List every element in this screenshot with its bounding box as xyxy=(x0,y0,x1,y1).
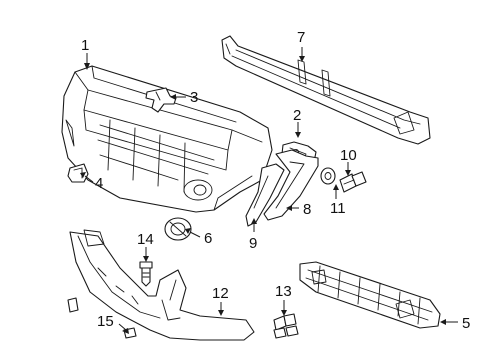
callout-10: 10 xyxy=(340,147,357,164)
callout-11: 11 xyxy=(330,200,346,217)
callout-6: 6 xyxy=(204,230,212,247)
callout-12: 12 xyxy=(212,285,229,302)
callout-8: 8 xyxy=(303,201,311,218)
push-clip-part-14 xyxy=(139,261,153,287)
callout-9: 9 xyxy=(249,235,257,252)
callout-7: 7 xyxy=(297,29,305,46)
callout-1: 1 xyxy=(81,37,89,54)
callout-4: 4 xyxy=(95,175,103,192)
callout-13: 13 xyxy=(275,283,292,300)
callout-3: 3 xyxy=(190,89,198,106)
callout-labels: 1 2 3 4 5 6 7 8 9 10 11 12 13 14 15 xyxy=(81,29,470,332)
bumper-cover-part xyxy=(61,65,273,213)
callout-2: 2 xyxy=(293,107,301,124)
leader-lines xyxy=(80,47,458,334)
bolt-part-10 xyxy=(339,171,367,193)
callout-15: 15 xyxy=(97,313,114,330)
grille-mesh-part-5 xyxy=(299,261,441,329)
washer-part-11 xyxy=(320,167,336,185)
callout-14: 14 xyxy=(137,231,154,248)
callout-5: 5 xyxy=(462,315,470,332)
bracket-part-3 xyxy=(145,87,177,113)
lower-spoiler-part-12 xyxy=(69,229,255,341)
reinforcement-bar-part xyxy=(221,35,431,145)
clip-part-13 xyxy=(273,313,299,339)
